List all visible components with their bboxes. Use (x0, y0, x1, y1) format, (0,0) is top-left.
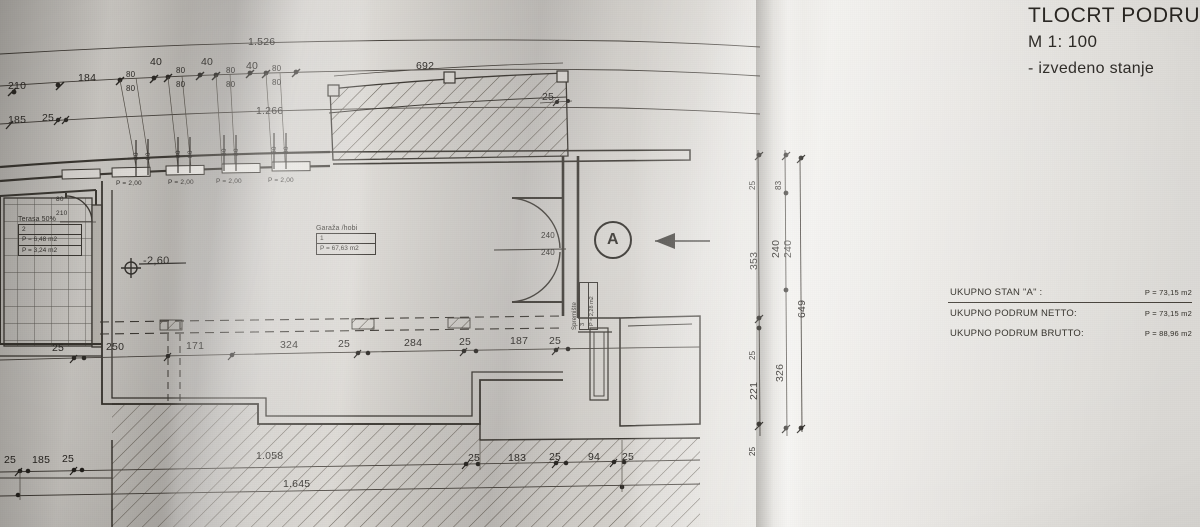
dim-bot-1645: 1.645 (283, 478, 311, 490)
window-tick-3a: 80 (221, 148, 228, 156)
table-row: UKUPNO PODRUM NETTO: P = 73,15 m2 (948, 302, 1192, 323)
dim-bot-25b: 25 (62, 453, 75, 465)
window-sill-3: P = 2,00 (216, 178, 242, 185)
dim-bot-94: 94 (588, 451, 601, 463)
dim-right-25a: 25 (748, 180, 757, 190)
dim-80-b-bot: 80 (176, 80, 186, 89)
dim-185-top: 185 (8, 114, 27, 126)
dim-right-25c: 25 (748, 446, 757, 456)
room-spremiste-box: 3 P = 2,28 m2 (579, 282, 598, 330)
dim-bot-185: 185 (32, 454, 51, 466)
dim-80-d-bot: 80 (272, 78, 282, 87)
dim-mid-324: 324 (280, 339, 299, 351)
room-label-terasa: Terasa 50% 2 P = 6,48 m2 P = 3,24 m2 (18, 216, 82, 257)
dim-mid-250: 250 (106, 341, 125, 353)
room-spremiste-area: P = 2,28 m2 (587, 283, 597, 329)
dim-bot-25d: 25 (549, 451, 562, 463)
dim-bot-183: 183 (508, 452, 527, 464)
area-row-0-value: P = 73,15 m2 (1144, 288, 1192, 297)
window-tick-4a: 80 (271, 146, 278, 154)
drawing-title: TLOCRT PODRUM (1028, 4, 1200, 27)
dim-right-649: 649 (796, 299, 808, 318)
dim-bot-1058: 1.058 (256, 450, 284, 462)
window-tick-1b: 80 (145, 152, 152, 160)
window-tick-1a: 80 (133, 152, 140, 160)
dim-right-240b: 240 (782, 239, 794, 258)
garage-door-top: 240 (541, 231, 555, 240)
dim-210: 210 (8, 80, 27, 92)
dim-bot-25a: 25 (4, 454, 17, 466)
section-marker-a: A (607, 231, 619, 248)
dim-1266: 1.266 (256, 105, 284, 117)
dim-80-d-top: 80 (272, 64, 282, 73)
window-tick-4b: 80 (283, 146, 290, 154)
dim-40-c: 40 (246, 60, 259, 72)
room-label-spremiste: Spremište 3 P = 2,28 m2 (572, 282, 598, 330)
window-sill-2: P = 2,00 (168, 179, 194, 186)
terrace-door-height: 210 (56, 210, 68, 217)
dim-mid-25c: 25 (459, 336, 472, 348)
dim-25-top: 25 (42, 112, 55, 124)
room-garaza-area: P = 67,63 m2 (317, 243, 375, 253)
room-terasa-area1: P = 6,48 m2 (19, 234, 81, 244)
dim-right-25b: 25 (748, 350, 757, 360)
dim-80-a-bot: 80 (126, 84, 136, 93)
drawing-status: - izvedeno stanje (1028, 60, 1155, 77)
area-row-0-label: UKUPNO STAN "A" : (950, 287, 1043, 298)
dim-right-326: 326 (774, 363, 786, 382)
dim-692: 692 (416, 60, 435, 72)
dim-right-221: 221 (748, 381, 760, 400)
dim-mid-25b: 25 (338, 338, 351, 350)
area-row-2-value: P = 88,96 m2 (1144, 329, 1192, 338)
dim-80-c-top: 80 (226, 66, 236, 75)
room-garaza-box: 1 P = 67,63 m2 (316, 233, 376, 255)
dim-mid-25a: 25 (52, 342, 65, 354)
window-tick-2b: 80 (187, 150, 194, 158)
level-marker: -2,60 (143, 255, 170, 267)
dim-40-b: 40 (201, 56, 214, 68)
dim-mid-25d: 25 (549, 335, 562, 347)
window-tick-2a: 80 (175, 150, 182, 158)
garage-door-bottom: 240 (541, 248, 555, 257)
window-sill-1: P = 2,00 (116, 180, 142, 187)
dim-bot-25c: 25 (468, 452, 481, 464)
room-terasa-number: 2 (22, 226, 26, 233)
dim-mid-284: 284 (404, 337, 423, 349)
window-sill-4: P = 2,00 (268, 177, 294, 184)
title-block: TLOCRT PODRUM M 1: 100 - izvedeno stanje (1028, 4, 1200, 78)
room-label-garaza: Garaža /hobi 1 P = 67,63 m2 (316, 225, 376, 255)
dim-right-240a: 240 (770, 239, 782, 258)
room-terasa-title: Terasa 50% (18, 216, 56, 223)
area-row-1-label: UKUPNO PODRUM NETTO: (950, 308, 1077, 319)
window-tick-3b: 80 (233, 148, 240, 156)
room-terasa-area2: P = 3,24 m2 (19, 244, 81, 255)
dim-right-83: 83 (774, 180, 783, 190)
area-row-1-value: P = 73,15 m2 (1144, 309, 1192, 318)
room-garaza-title: Garaža /hobi (316, 225, 358, 232)
dim-mid-171: 171 (186, 340, 205, 352)
dim-25-slab-right: 25 (542, 91, 555, 103)
dim-top-overall: 1.526 (248, 36, 276, 48)
dim-184: 184 (78, 72, 97, 84)
dim-bot-25e: 25 (622, 451, 635, 463)
room-spremiste-title: Spremište (572, 302, 578, 330)
dim-80-a-top: 80 (126, 70, 136, 79)
room-terasa-box: 2 P = 6,48 m2 P = 3,24 m2 (18, 224, 82, 257)
dim-80-b-top: 80 (176, 66, 186, 75)
dim-80-c-bot: 80 (226, 80, 236, 89)
area-summary-table: UKUPNO STAN "A" : P = 73,15 m2 UKUPNO PO… (948, 282, 1192, 343)
dim-mid-187: 187 (510, 335, 529, 347)
room-spremiste-number: 3 (580, 322, 586, 326)
table-row: UKUPNO STAN "A" : P = 73,15 m2 (948, 282, 1192, 302)
drawing-scale: M 1: 100 (1028, 32, 1098, 51)
room-garaza-number: 1 (320, 235, 324, 242)
area-row-2-label: UKUPNO PODRUM BRUTTO: (950, 328, 1084, 339)
table-row: UKUPNO PODRUM BRUTTO: P = 88,96 m2 (948, 323, 1192, 343)
terrace-door-width: 80 (56, 196, 64, 203)
dim-40-a: 40 (150, 56, 163, 68)
dim-right-353: 353 (748, 251, 760, 270)
